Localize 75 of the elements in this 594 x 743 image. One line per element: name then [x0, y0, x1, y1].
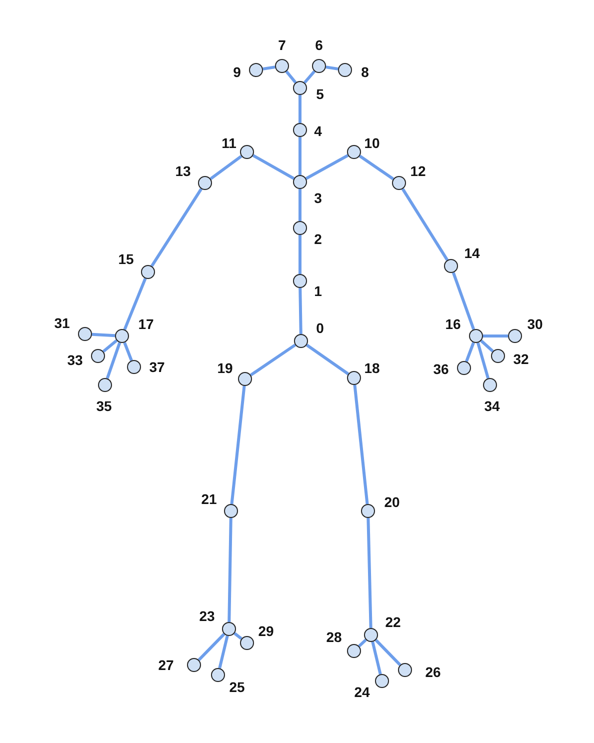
keypoint-number: 35: [96, 399, 112, 413]
skeleton-bone-line: [210, 154, 242, 180]
keypoint-number: 26: [425, 665, 441, 679]
skeleton-bone-line: [353, 384, 369, 504]
keypoint-number: 30: [527, 317, 543, 331]
keypoint-number: 23: [199, 609, 215, 623]
skeleton-bone-line: [358, 638, 367, 648]
keypoint-number: 4: [314, 124, 322, 138]
keypoint-number: 16: [445, 317, 461, 331]
skeleton-bone-line: [252, 154, 295, 180]
keypoint-number: 36: [433, 362, 449, 376]
keypoint-number: 12: [410, 164, 426, 178]
keypoint-number: 3: [314, 191, 322, 205]
skeleton-bone-line: [150, 188, 202, 267]
skeleton-bone-line: [230, 386, 246, 504]
keypoint-number: 34: [484, 399, 500, 413]
keypoint-number: 8: [361, 65, 369, 79]
skeleton-bone-line: [123, 278, 147, 330]
skeleton-bone-line: [198, 632, 226, 662]
keypoint-number: 33: [67, 353, 83, 367]
skeleton-bone-line: [483, 334, 508, 338]
skeleton-bone-line: [371, 641, 382, 675]
skeleton-bone-line: [228, 518, 232, 622]
keypoint-number: 18: [364, 361, 380, 375]
keypoint-number: 6: [315, 38, 323, 52]
skeleton-bone-line: [102, 339, 118, 353]
skeleton-bone-line: [303, 70, 316, 84]
keypoint-number: 24: [354, 685, 370, 699]
skeleton-bone-line: [480, 340, 494, 352]
skeleton-bone-line: [465, 342, 475, 362]
keypoint-number: 21: [201, 492, 217, 506]
skeleton-bone-line: [374, 638, 402, 666]
keypoint-number: 19: [217, 361, 233, 375]
skeleton-bone-line: [326, 66, 338, 70]
keypoint-number: 31: [54, 316, 70, 330]
skeleton-bone-line: [262, 66, 276, 70]
skeleton-bone-line: [358, 154, 394, 180]
skeleton-bone-line: [401, 188, 449, 261]
skeleton-bone-line: [298, 235, 302, 274]
skeleton-bone-line: [305, 154, 349, 180]
keypoint-number: 22: [385, 615, 401, 629]
keypoint-number: 14: [464, 246, 480, 260]
keypoint-number: 7: [278, 38, 286, 52]
keypoint-number: 28: [326, 630, 342, 644]
keypoint-number: 13: [175, 164, 191, 178]
keypoint-number: 11: [222, 136, 236, 150]
skeleton-bone-line: [234, 632, 242, 640]
skeleton-bone-line: [476, 342, 490, 379]
keypoint-number: 0: [316, 321, 324, 335]
keypoint-number: 10: [364, 136, 380, 150]
skeleton-bone-line: [306, 344, 350, 376]
skeleton-bone-line: [92, 332, 116, 338]
skeleton-bone-line: [298, 137, 302, 175]
skeleton-bone-line: [250, 344, 296, 376]
skeleton-bone-line: [298, 288, 302, 334]
keypoint-number: 1: [314, 284, 322, 298]
keypoint-number: 32: [513, 352, 529, 366]
skeleton-bone-line: [298, 189, 302, 221]
keypoint-number: 25: [229, 680, 245, 694]
skeleton-bone-line: [106, 342, 122, 379]
keypoint-number: 2: [314, 232, 322, 246]
keypoint-number: 5: [316, 87, 324, 101]
skeleton-bone-line: [123, 342, 133, 362]
keypoint-number: 15: [118, 252, 134, 266]
skeleton-bone-line: [218, 635, 229, 669]
keypoint-number: 17: [138, 317, 154, 331]
skeleton-bone-line: [366, 518, 372, 628]
skeleton-bone-line: [452, 272, 476, 330]
skeleton-bone-line: [285, 70, 297, 84]
keypoint-number: 20: [384, 495, 400, 509]
keypoint-number: 29: [258, 624, 274, 638]
skeleton-bone-line: [298, 95, 302, 123]
keypoint-number: 27: [158, 658, 174, 672]
keypoint-number: 37: [149, 360, 165, 374]
keypoint-number: 9: [233, 65, 241, 79]
